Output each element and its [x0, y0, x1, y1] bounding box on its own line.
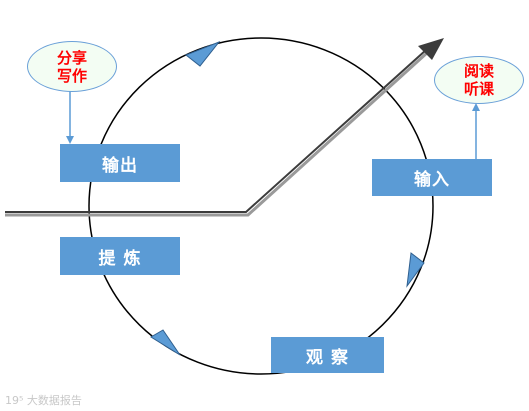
watermark: 19⁵ 大数据报告 [5, 394, 82, 407]
stage-box-refine: 提 炼 [60, 237, 180, 275]
cycle-circle [88, 37, 434, 375]
stage-box-observe: 观 察 [271, 337, 384, 373]
bubble-read-line2: 听课 [463, 80, 494, 98]
stage-label-refine: 提 炼 [98, 248, 142, 269]
bubble-share-line2: 写作 [56, 66, 87, 85]
bubble-share-line1: 分享 [56, 48, 87, 67]
stage-label-output: 输出 [102, 155, 138, 176]
cycle-arrowhead-right [406, 252, 425, 288]
stage-box-output: 输出 [60, 144, 180, 182]
growth-line-shadow [5, 50, 430, 217]
bubble-share-write: 分享 写作 [27, 41, 117, 92]
stage-box-input: 输入 [372, 159, 492, 196]
cycle-arrowhead-top [185, 40, 221, 67]
growth-line [5, 49, 427, 213]
share-connector-arrowhead [66, 136, 74, 144]
cycle-arrowhead-bottom [150, 329, 181, 356]
stage-label-input: 输入 [414, 170, 450, 190]
growth-arrowhead [418, 38, 444, 60]
bubble-read-listen: 阅读 听课 [434, 56, 524, 104]
bubble-read-line1: 阅读 [463, 62, 494, 80]
stage-label-observe: 观 察 [306, 347, 349, 368]
read-connector-arrowhead [472, 103, 480, 111]
